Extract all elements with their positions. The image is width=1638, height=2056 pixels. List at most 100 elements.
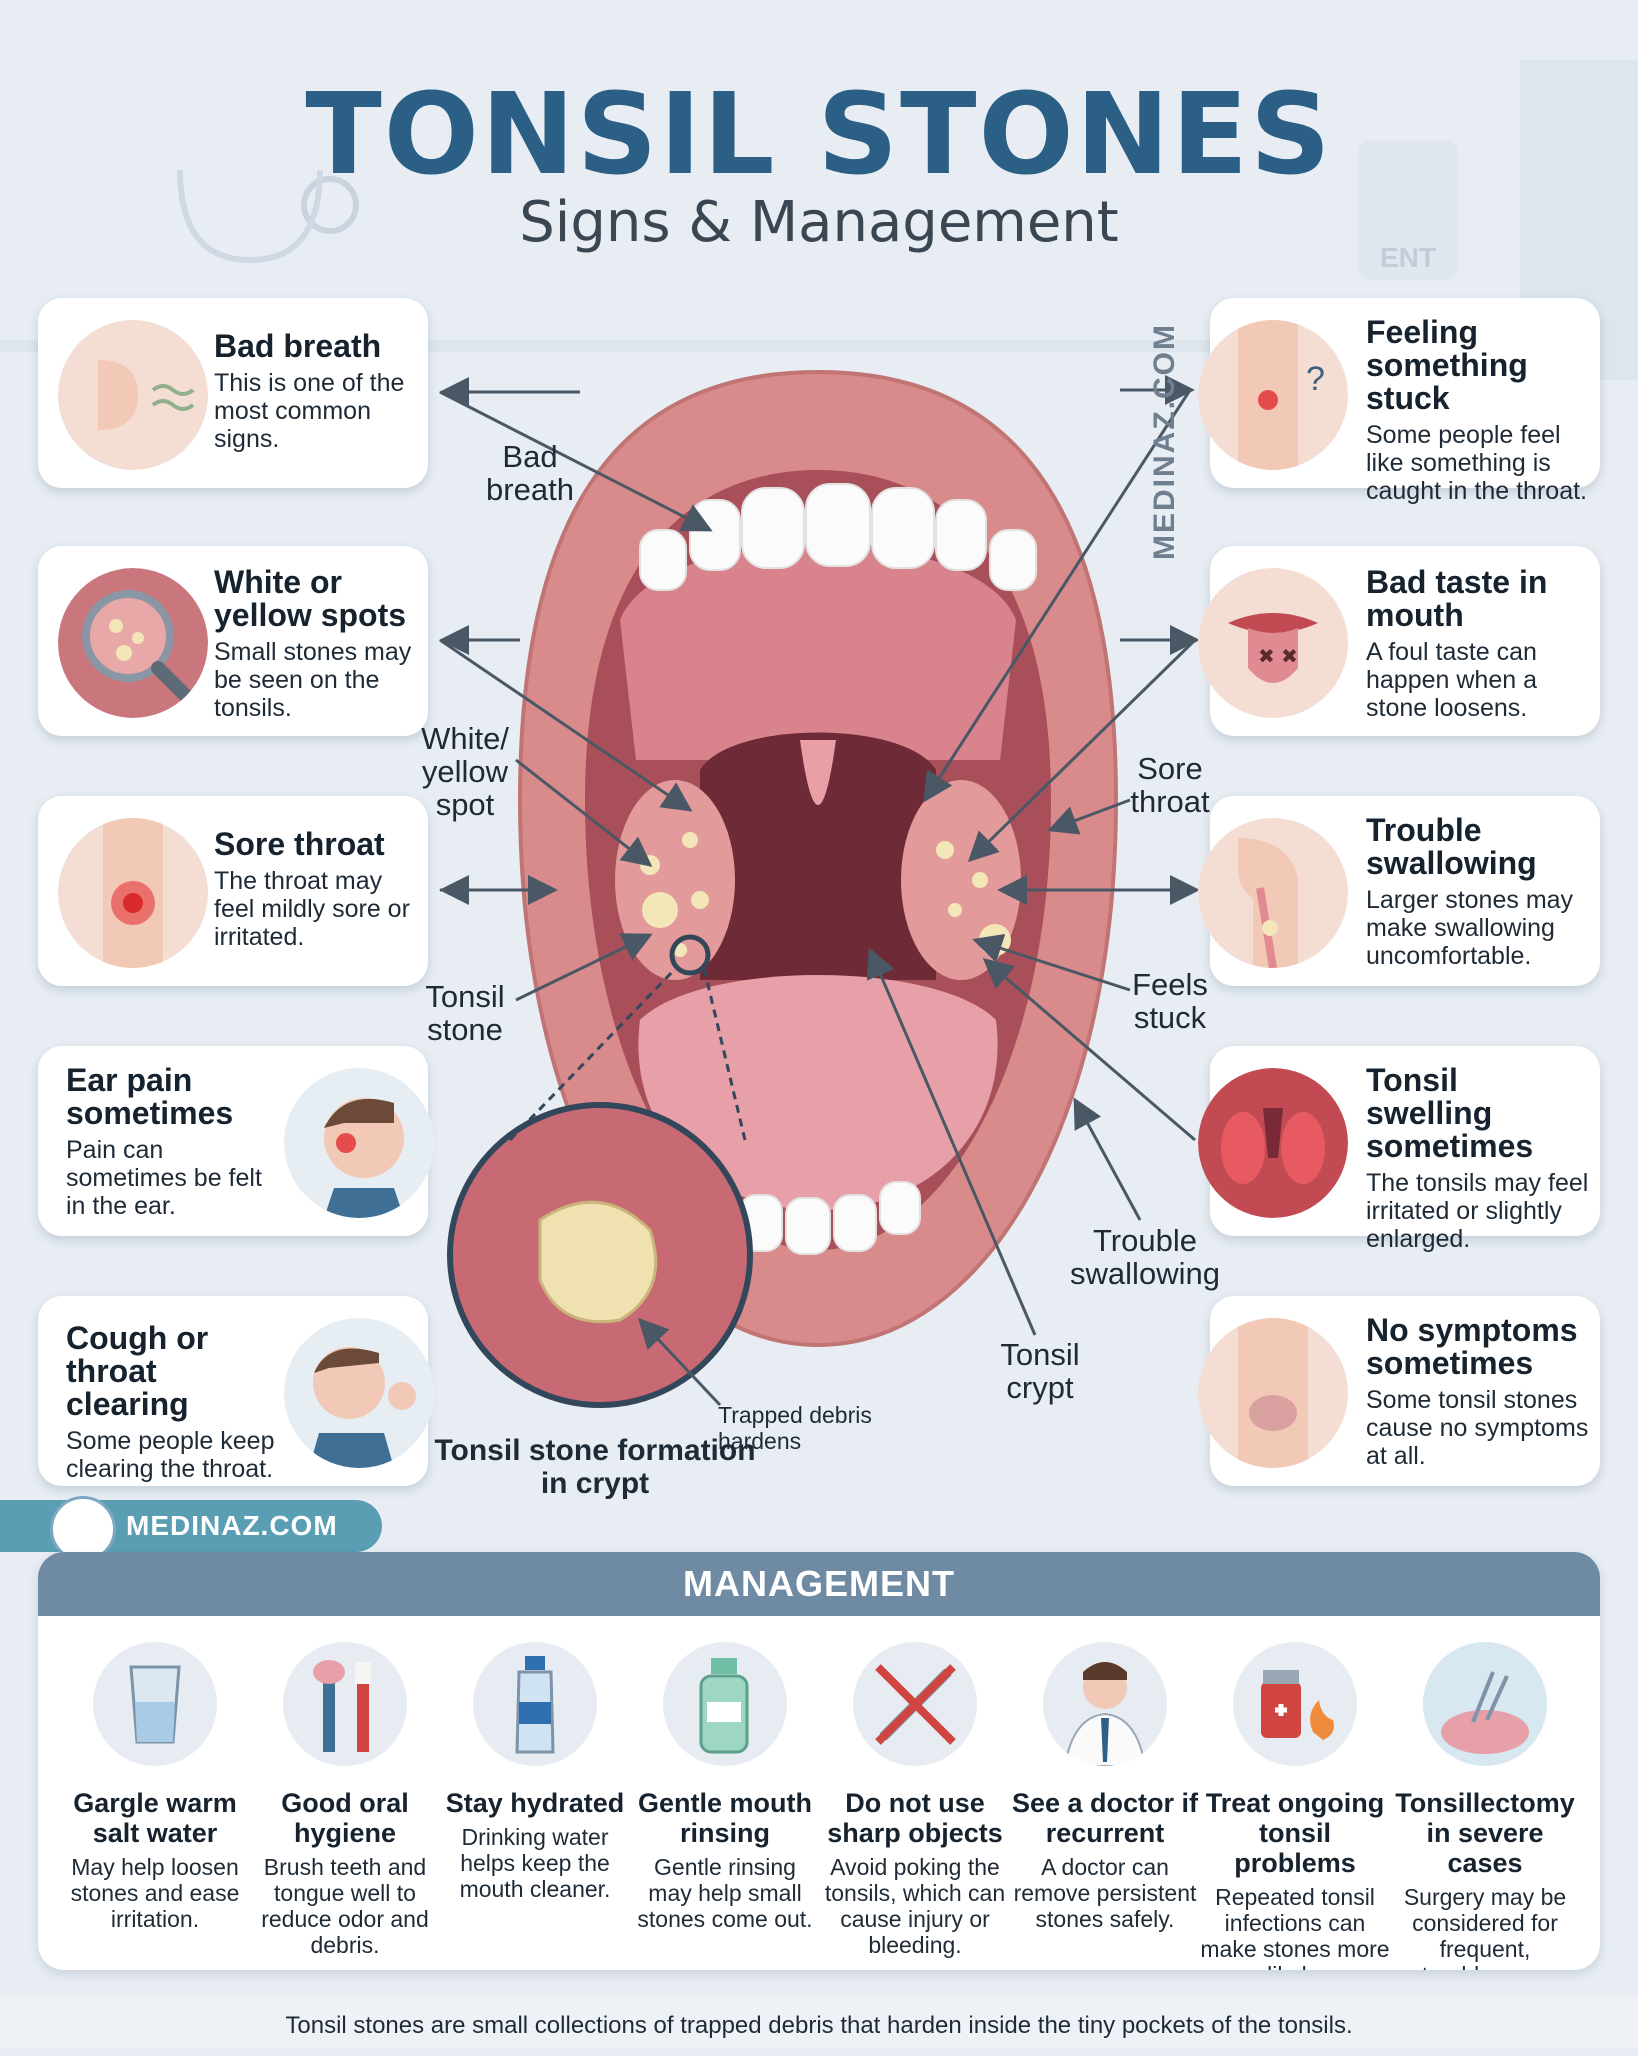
- management-title: Treat ongoing tonsil problems: [1205, 1788, 1385, 1878]
- management-item: See a doctor if recurrent A doctor can r…: [1010, 1642, 1200, 1932]
- card-text: A foul taste can happen when a stone loo…: [1366, 638, 1537, 722]
- management-title: Tonsillectomy in severe cases: [1395, 1788, 1575, 1878]
- doctor-icon: [1043, 1642, 1167, 1766]
- neck-pain-icon: [58, 818, 208, 968]
- management-title: Gentle mouth rinsing: [638, 1788, 812, 1848]
- management-item: Treat ongoing tonsil problems Repeated t…: [1200, 1642, 1390, 1970]
- card-ear-pain: Ear pain sometimes Pain can sometimes be…: [38, 1046, 434, 1236]
- label-tonsil-stone: Tonsil stone: [425, 979, 505, 1047]
- neck-icon: [1198, 1318, 1348, 1468]
- card-bad-taste: ✖ ✖ Bad taste in mouth A foul taste can …: [1198, 546, 1600, 736]
- card-text: This is one of the most common signs.: [214, 369, 405, 453]
- management-text: Drinking water helps keep the mouth clea…: [459, 1824, 611, 1902]
- management-header: MANAGEMENT: [38, 1552, 1600, 1616]
- card-title: No symptoms sometimes: [1366, 1312, 1578, 1381]
- svg-text:?: ?: [1306, 360, 1325, 398]
- swollen-tonsil-icon: [1198, 1068, 1348, 1218]
- ent-sign-text: ENT: [1380, 242, 1436, 273]
- ent-sign: ENT: [1358, 140, 1458, 280]
- card-title: Feeling something stuck: [1366, 314, 1528, 416]
- card-title: Bad breath: [214, 328, 382, 364]
- management-text: Surgery may be considered for frequent, …: [1403, 1884, 1567, 1970]
- management-item: Good oral hygiene Brush teeth and tongue…: [250, 1642, 440, 1958]
- card-tonsil-swelling: Tonsil swelling sometimes The tonsils ma…: [1198, 1046, 1600, 1253]
- card-trouble-swallowing: Trouble swallowing Larger stones may mak…: [1198, 796, 1600, 986]
- management-heading: MANAGEMENT: [683, 1563, 955, 1604]
- card-text: Some people feel like something is caugh…: [1366, 421, 1587, 505]
- upper-teeth: [639, 483, 1037, 591]
- no-sharp-object-icon: [853, 1642, 977, 1766]
- brand-badge-text: MEDINAZ.COM: [126, 1510, 338, 1541]
- card-title: White or yellow spots: [214, 564, 407, 633]
- management-item: Gargle warm salt water May help loosen s…: [60, 1642, 250, 1932]
- card-white-yellow-spots: White or yellow spots Small stones may b…: [38, 546, 428, 736]
- management-item: Do not use sharp objects Avoid poking th…: [820, 1642, 1010, 1958]
- inset-debris: [538, 1200, 658, 1324]
- left-tonsil: [615, 780, 735, 980]
- inset-caption: Tonsil stone formation in crypt: [434, 1434, 756, 1500]
- page-title: TONSIL STONES: [305, 70, 1333, 200]
- swallow-icon: [1198, 818, 1348, 968]
- svg-text:✖ ✖: ✖ ✖: [1258, 644, 1298, 668]
- management-text: May help loosen stones and ease irritati…: [70, 1854, 240, 1932]
- breath-face-icon: [58, 320, 208, 470]
- brand-badge[interactable]: MEDINAZ.COM: [0, 1496, 382, 1562]
- cough-icon: [284, 1318, 434, 1468]
- label-feels-stuck: Feels stuck: [1132, 967, 1208, 1035]
- palate: [620, 545, 1016, 760]
- mouthwash-icon: [663, 1642, 787, 1766]
- management-text: Avoid poking the tonsils, which can caus…: [824, 1854, 1006, 1958]
- management-item: Tonsillectomy in severe cases Surgery ma…: [1390, 1642, 1580, 1970]
- page-subtitle: Signs & Management: [519, 190, 1119, 255]
- stuck-throat-icon: ?: [1198, 320, 1348, 470]
- label-trapped-debris: Trapped debris hardens: [718, 1402, 872, 1454]
- label-tonsil-crypt: Tonsil crypt: [1000, 1337, 1080, 1405]
- card-text: The tonsils may feel irritated or slight…: [1366, 1169, 1589, 1253]
- card-title: Ear pain sometimes: [66, 1062, 234, 1131]
- card-text: The throat may feel mildly sore or irrit…: [214, 867, 410, 951]
- management-text: Repeated tonsil infections can make ston…: [1200, 1884, 1390, 1970]
- label-trouble-swallowing: Trouble swallowing: [1070, 1223, 1220, 1291]
- card-text: Pain can sometimes be felt in the ear.: [66, 1136, 262, 1220]
- magnifier-icon: [58, 568, 208, 718]
- card-title: Bad taste in mouth: [1366, 564, 1548, 633]
- card-text: Some people keep clearing the throat.: [66, 1427, 275, 1483]
- card-no-symptoms: No symptoms sometimes Some tonsil stones…: [1198, 1296, 1600, 1486]
- management-item: Gentle mouth rinsing Gentle rinsing may …: [630, 1642, 820, 1932]
- vertical-watermark: MEDINAZ.COM: [1148, 323, 1181, 560]
- card-bad-breath: Bad breath This is one of the most commo…: [38, 298, 428, 488]
- toothbrush-icon: [283, 1642, 407, 1766]
- water-bottle-icon: [473, 1642, 597, 1766]
- management-text: A doctor can remove persistent stones sa…: [1013, 1854, 1197, 1932]
- card-cough: Cough or throat clearing Some people kee…: [38, 1296, 434, 1486]
- card-title: Trouble swallowing: [1366, 812, 1537, 881]
- management-item: Stay hydrated Drinking water helps keep …: [440, 1642, 630, 1902]
- card-title: Tonsil swelling sometimes: [1366, 1062, 1534, 1164]
- uvula: [800, 740, 836, 805]
- zoom-marker: [669, 934, 711, 976]
- label-white-yellow-spot: White/ yellow spot: [421, 721, 509, 822]
- tongue-icon: ✖ ✖: [1198, 568, 1348, 718]
- card-text: Larger stones may make swallowing uncomf…: [1366, 886, 1574, 970]
- card-sore-throat: Sore throat The throat may feel mildly s…: [38, 796, 428, 986]
- label-sore-throat: Sore throat: [1130, 751, 1210, 819]
- card-text: Some tonsil stones cause no symptoms at …: [1366, 1386, 1589, 1470]
- water-glass-icon: [93, 1642, 217, 1766]
- management-title: Gargle warm salt water: [73, 1788, 237, 1848]
- management-text: Gentle rinsing may help small stones com…: [637, 1854, 813, 1932]
- label-bad-breath: Bad breath: [486, 439, 574, 507]
- management-panel: MANAGEMENT Gargle warm salt water May he…: [38, 1552, 1600, 1970]
- footer-note: Tonsil stones are small collections of t…: [0, 1996, 1638, 2048]
- card-feeling-stuck: ? Feeling something stuck Some people fe…: [1198, 298, 1600, 505]
- management-title: Do not use sharp objects: [827, 1788, 1003, 1848]
- throat: [700, 732, 936, 980]
- ear-pain-icon: [284, 1068, 434, 1218]
- card-title: Cough or throat clearing: [66, 1320, 209, 1422]
- management-title: Stay hydrated: [445, 1788, 625, 1818]
- medicine-icon: [1233, 1642, 1357, 1766]
- card-text: Small stones may be seen on the tonsils.: [214, 638, 412, 722]
- management-title: See a doctor if recurrent: [1011, 1788, 1199, 1848]
- tongue: [638, 975, 998, 1210]
- management-title: Good oral hygiene: [281, 1788, 409, 1848]
